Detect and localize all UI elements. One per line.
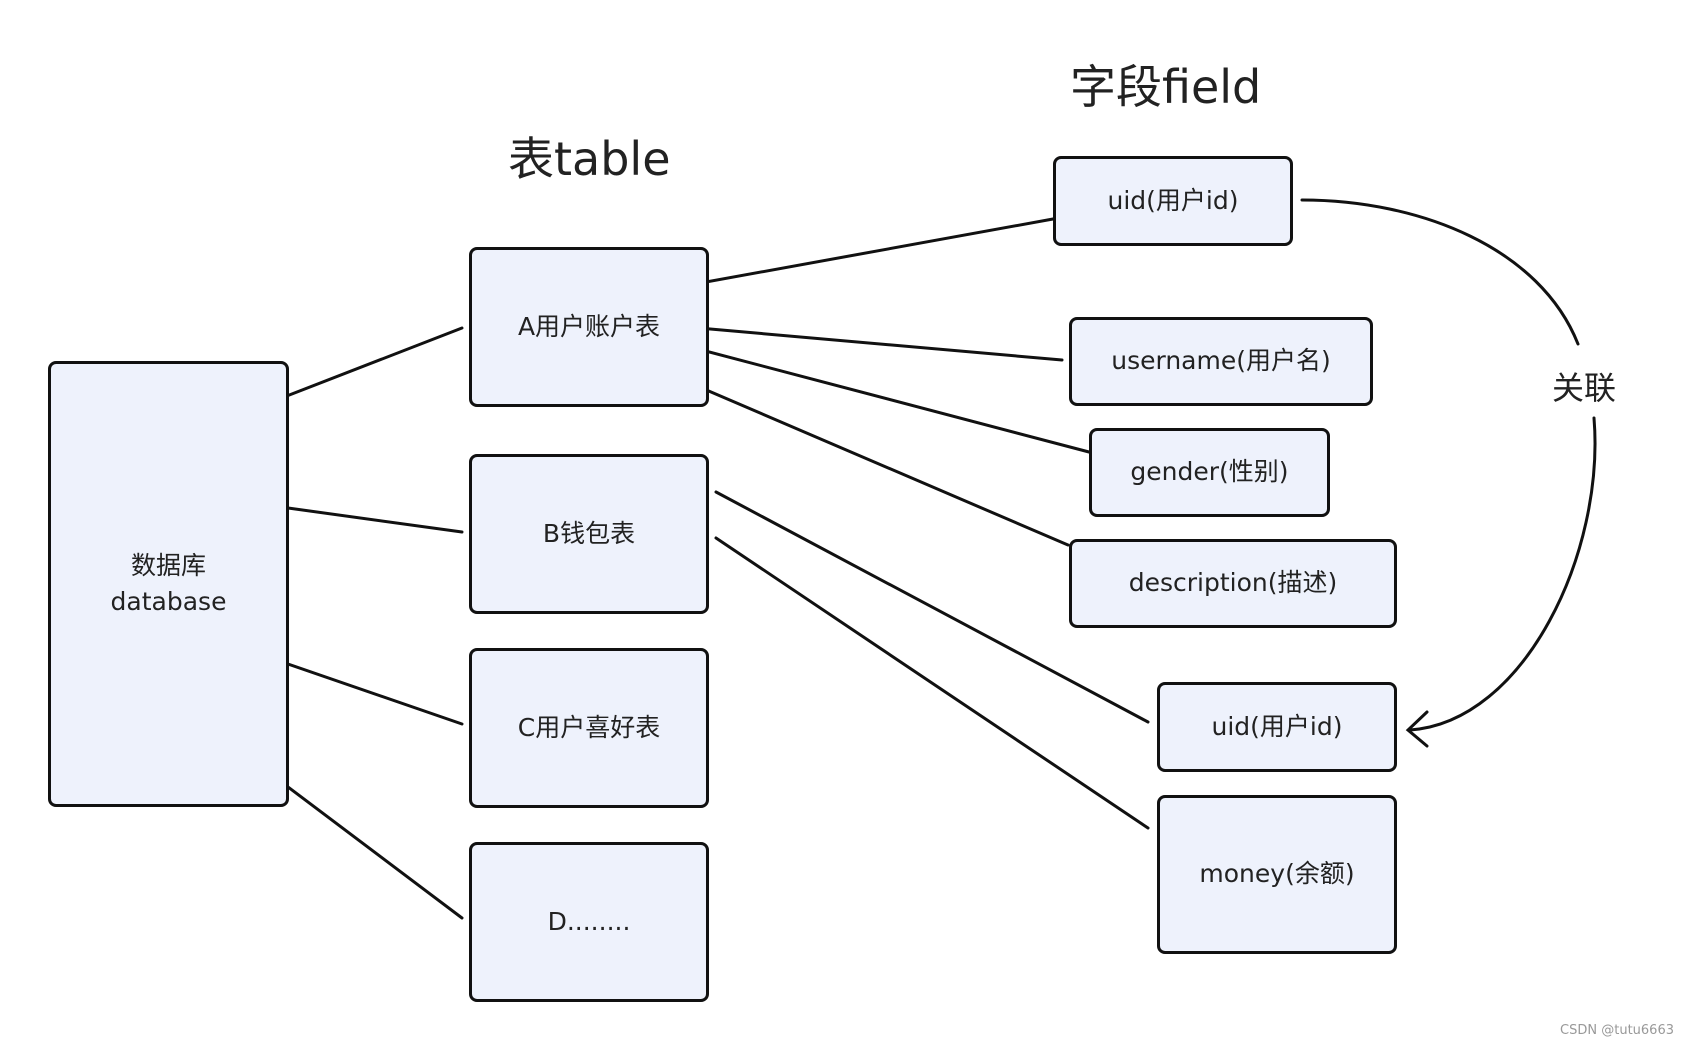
edge-relation-uid-lower: [1408, 416, 1597, 732]
edge-table-a-username: [674, 324, 1064, 362]
heading-field: 字段field: [1070, 60, 1262, 114]
node-table-d[interactable]: D........: [469, 842, 709, 1002]
edge-table-b-uid: [714, 490, 1150, 724]
node-table-b[interactable]: B钱包表: [469, 454, 709, 614]
node-table-c[interactable]: C用户喜好表: [469, 648, 709, 808]
node-field-description-label: description(描述): [1128, 568, 1338, 598]
node-field-uid-a[interactable]: uid(用户id): [1053, 156, 1293, 246]
node-database[interactable]: 数据库 database: [48, 361, 289, 807]
edge-table-a-description: [653, 366, 1070, 547]
node-field-gender[interactable]: gender(性别): [1089, 428, 1330, 517]
node-field-money[interactable]: money(余额): [1157, 795, 1397, 954]
node-field-gender-label: gender(性别): [1130, 457, 1289, 487]
node-table-b-label: B钱包表: [542, 518, 636, 548]
watermark-credit: CSDN @tutu6663: [1560, 1023, 1674, 1038]
node-field-username-label: username(用户名): [1111, 346, 1331, 376]
node-field-description[interactable]: description(描述): [1069, 539, 1397, 628]
node-field-uid-b[interactable]: uid(用户id): [1157, 682, 1397, 772]
edge-table-a-gender: [658, 337, 1091, 454]
relation-arrowhead: [1405, 710, 1429, 748]
node-table-a-label: A用户账户表: [517, 311, 661, 341]
edge-table-a-uid: [649, 217, 1055, 294]
node-table-a[interactable]: A用户账户表: [469, 247, 709, 407]
edge-relation-uid: [1300, 198, 1580, 346]
node-field-money-label: money(余额): [1199, 859, 1355, 889]
node-table-d-label: D........: [547, 906, 631, 936]
heading-table: 表table: [508, 132, 671, 186]
node-table-c-label: C用户喜好表: [517, 712, 661, 742]
node-database-line2: database: [110, 587, 227, 616]
node-field-uid-b-label: uid(用户id): [1211, 711, 1343, 741]
node-field-uid-a-label: uid(用户id): [1107, 185, 1239, 215]
relation-label: 关联: [1552, 369, 1617, 407]
edge-table-b-money: [714, 536, 1150, 830]
node-field-username[interactable]: username(用户名): [1069, 317, 1373, 406]
node-database-line1: 数据库: [130, 550, 206, 580]
